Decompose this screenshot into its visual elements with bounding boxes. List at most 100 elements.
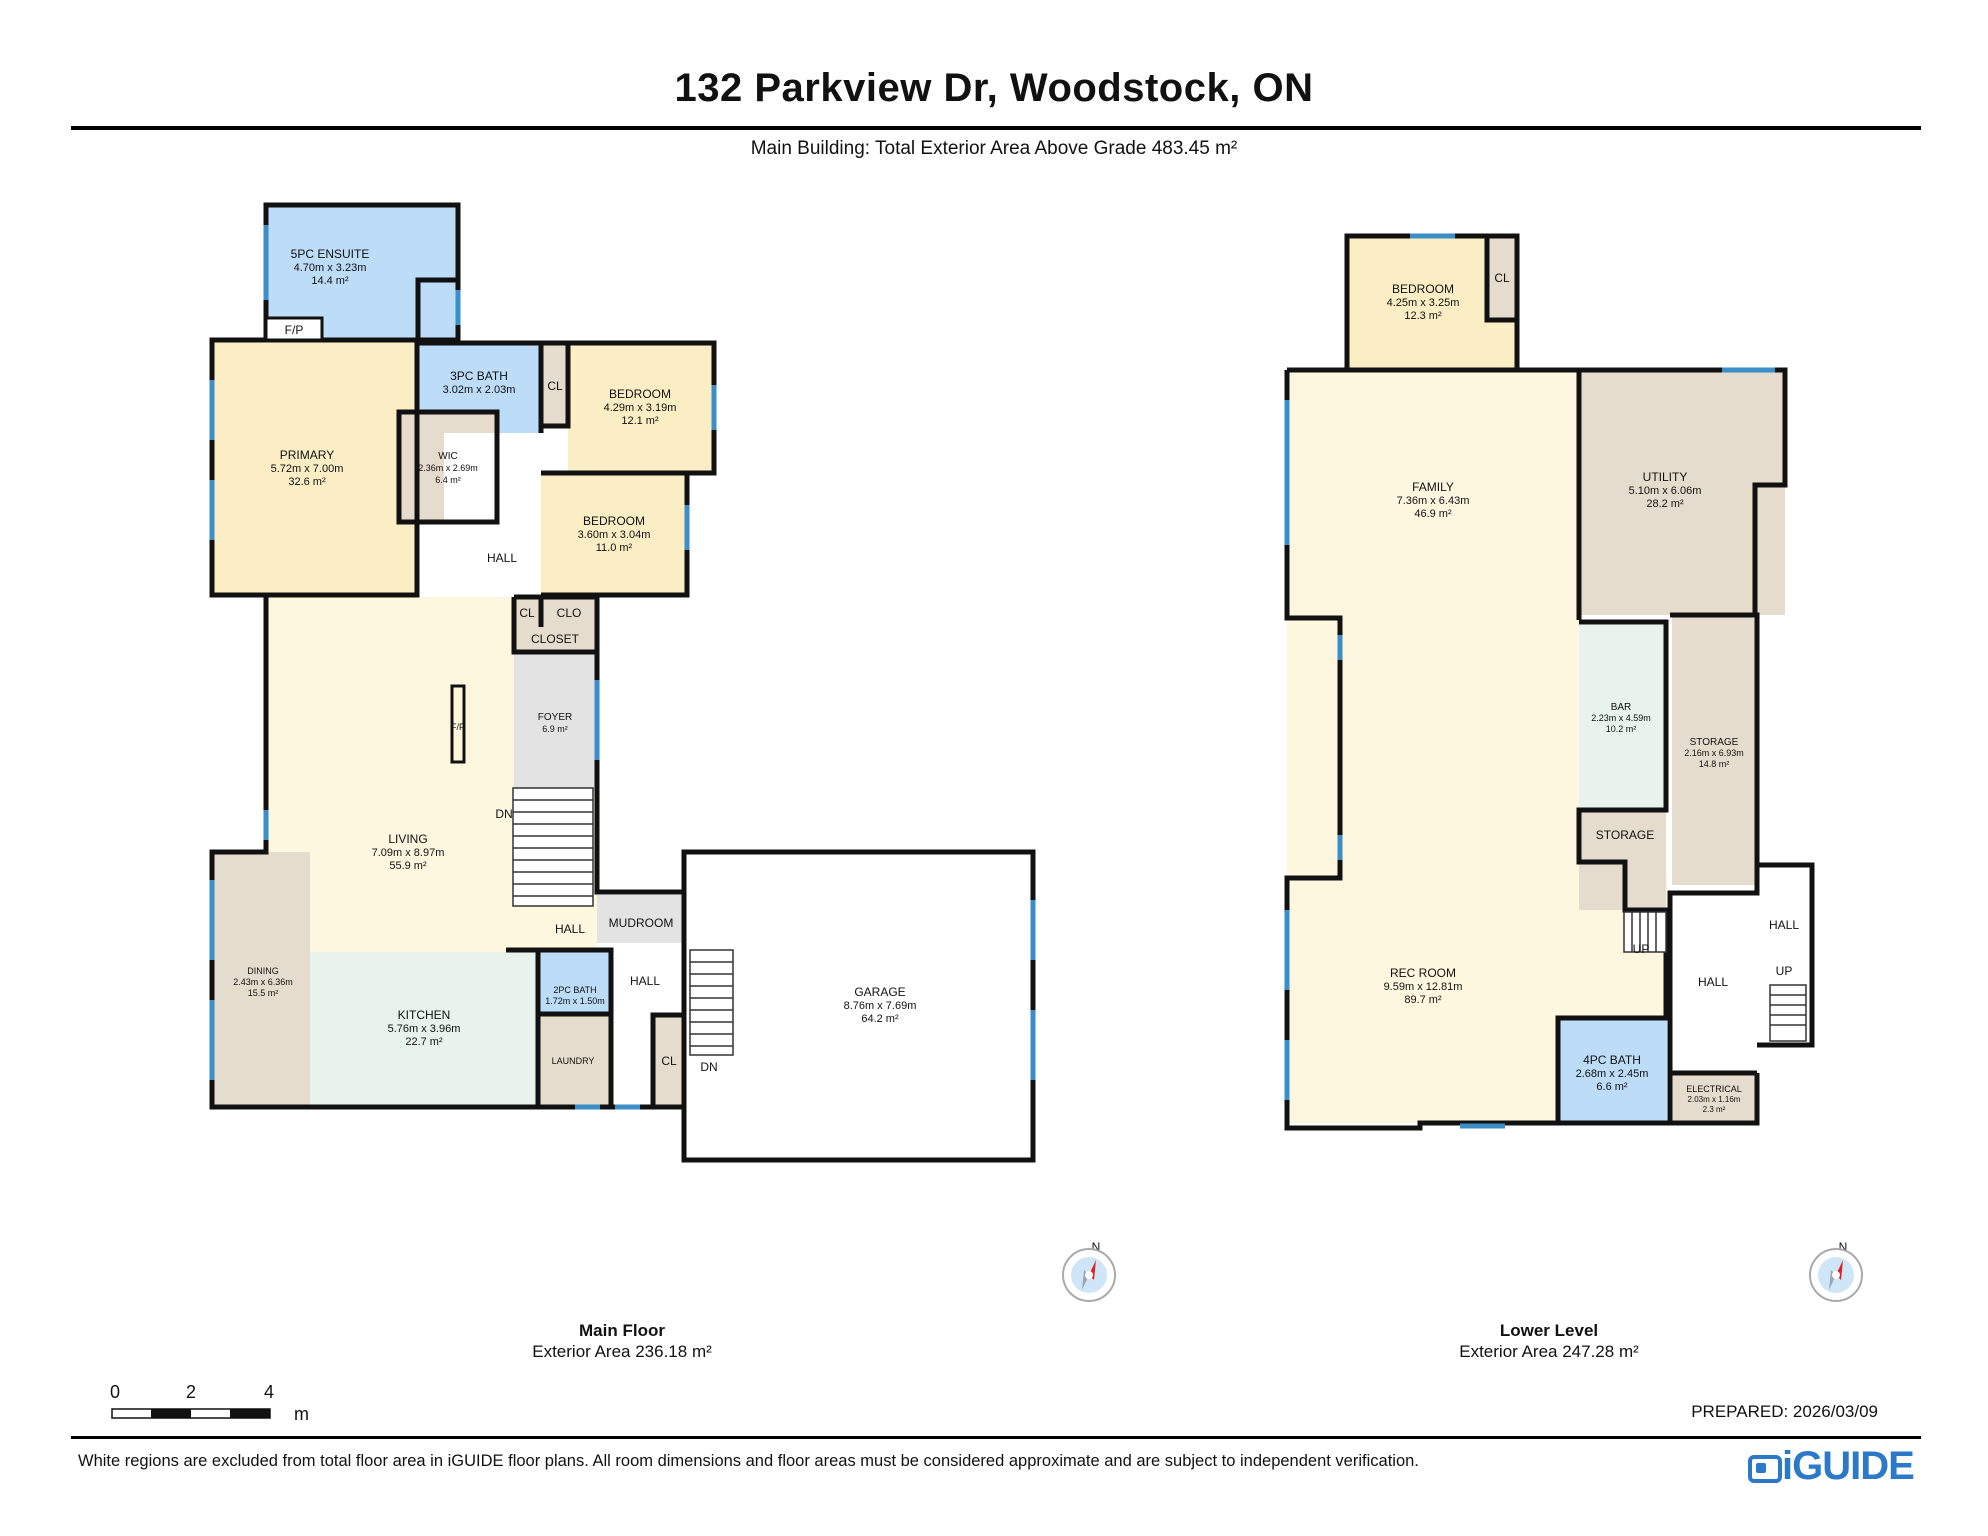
bath2-name: 2PC BATH bbox=[553, 985, 596, 995]
cl2-label: CL bbox=[519, 606, 535, 620]
page-title: 132 Parkview Dr, Woodstock, ON bbox=[674, 66, 1314, 110]
dining-fill bbox=[212, 852, 310, 1107]
electrical-fill bbox=[1672, 1073, 1757, 1123]
rec-name: REC ROOM bbox=[1390, 966, 1456, 980]
compass-icon: N bbox=[1062, 1240, 1116, 1302]
primary-fill bbox=[212, 340, 417, 595]
lower-level-walls bbox=[1284, 233, 1815, 1131]
cl3-label: CL bbox=[661, 1054, 677, 1068]
bath2-fill bbox=[538, 950, 611, 1014]
dining-area: 15.5 m² bbox=[248, 988, 279, 998]
main-floor-windows bbox=[209, 225, 1036, 1110]
main-floor-caption: Main Floor Exterior Area 236.18 m² bbox=[422, 1320, 822, 1362]
bath3-name: 3PC BATH bbox=[450, 369, 508, 383]
main-floor-area: Exterior Area 236.18 m² bbox=[532, 1342, 712, 1361]
storage1-name: STORAGE bbox=[1690, 737, 1739, 748]
cl1-fill bbox=[541, 343, 568, 426]
garage-fill bbox=[684, 852, 1033, 1160]
garage-name: GARAGE bbox=[854, 985, 905, 999]
bedroom1-dims: 4.29m x 3.19m bbox=[604, 402, 677, 414]
rec-mid-fill bbox=[1340, 610, 1579, 880]
dn1-label: DN bbox=[495, 807, 512, 821]
lower-level-stairs bbox=[1623, 911, 1807, 1042]
iguide-logo: iGUIDE bbox=[1748, 1444, 1915, 1489]
living-name: LIVING bbox=[388, 832, 427, 846]
clo-label: CLO bbox=[557, 606, 582, 620]
closet-fill bbox=[514, 627, 597, 652]
living-area: 55.9 m² bbox=[389, 860, 427, 872]
lower-level-area: Exterior Area 247.28 m² bbox=[1459, 1342, 1639, 1361]
bar-fill bbox=[1579, 625, 1666, 810]
rec-dims: 9.59m x 12.81m bbox=[1384, 981, 1463, 993]
logo-text: iGUIDE bbox=[1782, 1444, 1915, 1488]
utility-name: UTILITY bbox=[1643, 470, 1688, 484]
family-dims: 7.36m x 6.43m bbox=[1397, 495, 1470, 507]
scale-tick-0: 0 bbox=[110, 1382, 120, 1402]
dining-name: DINING bbox=[247, 966, 279, 976]
foyer-name: FOYER bbox=[538, 712, 572, 723]
cl3-fill bbox=[653, 1015, 684, 1107]
fp-living-label: F/P bbox=[451, 722, 465, 732]
storage1-area: 14.8 m² bbox=[1699, 759, 1730, 769]
lower-bedroom-dims: 4.25m x 3.25m bbox=[1387, 297, 1460, 309]
closet-label: CLOSET bbox=[531, 632, 580, 646]
bath2-dims: 1.72m x 1.50m bbox=[545, 996, 605, 1006]
wic-dims: 2.36m x 2.69m bbox=[418, 463, 478, 473]
bath4-name: 4PC BATH bbox=[1583, 1053, 1641, 1067]
prepared-date: PREPARED: 2026/03/09 bbox=[1691, 1402, 1878, 1421]
bedroom2-name: BEDROOM bbox=[583, 514, 645, 528]
lower-level-caption: Lower Level Exterior Area 247.28 m² bbox=[1349, 1320, 1749, 1362]
main-floor-name: Main Floor bbox=[579, 1321, 665, 1340]
ensuite-dims: 4.70m x 3.23m bbox=[294, 262, 367, 274]
scale-tick-4: 4 bbox=[264, 1382, 274, 1402]
bedroom2-area: 11.0 m² bbox=[596, 542, 633, 554]
bath4-area: 6.6 m² bbox=[1596, 1081, 1628, 1093]
mudroom-label: MUDROOM bbox=[609, 916, 674, 930]
camera-icon bbox=[1748, 1455, 1782, 1483]
garage-dims: 8.76m x 7.69m bbox=[844, 1000, 917, 1012]
lower-bedroom-area: 12.3 m² bbox=[1404, 310, 1442, 322]
kitchen-fill bbox=[310, 952, 538, 1107]
utility-fill bbox=[1579, 370, 1785, 615]
hall3-label: HALL bbox=[630, 974, 660, 988]
compass-n-label: N bbox=[1092, 1240, 1101, 1254]
cl1-label: CL bbox=[547, 379, 563, 393]
utility-area: 28.2 m² bbox=[1646, 498, 1684, 510]
wic-area: 6.4 m² bbox=[435, 475, 461, 485]
hall1-label: HALL bbox=[487, 551, 517, 565]
lower-level-labels: BEDROOM 4.25m x 3.25m 12.3 m² CL FAMILY … bbox=[1384, 271, 1800, 1114]
fp-top-label: F/P bbox=[285, 323, 304, 337]
bar-dims: 2.23m x 4.59m bbox=[1591, 713, 1651, 723]
dn2-label: DN bbox=[700, 1060, 717, 1074]
scale-tick-2: 2 bbox=[186, 1382, 196, 1402]
up2-label: UP bbox=[1776, 964, 1793, 978]
living-fireplace bbox=[450, 684, 466, 764]
living-dims: 7.09m x 8.97m bbox=[372, 847, 445, 859]
mudroom-fill bbox=[597, 895, 684, 943]
bar-area: 10.2 m² bbox=[1606, 724, 1637, 734]
hall1-fill bbox=[444, 433, 541, 595]
main-floor-room-fills bbox=[212, 205, 1033, 1160]
lower-hall-fill bbox=[1672, 893, 1757, 1073]
storage2-label: STORAGE bbox=[1596, 828, 1654, 842]
primary-dims: 5.72m x 7.00m bbox=[271, 463, 344, 475]
kitchen-dims: 5.76m x 3.96m bbox=[388, 1023, 461, 1035]
laundry-fill bbox=[538, 1014, 611, 1107]
lower-cl-fill bbox=[1487, 236, 1517, 320]
electrical-name: ELECTRICAL bbox=[1686, 1084, 1742, 1094]
hall2-label: HALL bbox=[555, 922, 585, 936]
primary-fireplace bbox=[264, 316, 324, 342]
compass-n-label-lower: N bbox=[1839, 1240, 1848, 1254]
primary-area: 32.6 m² bbox=[288, 476, 326, 488]
scale-bar: 0 2 4 m bbox=[110, 1382, 309, 1424]
kitchen-area: 22.7 m² bbox=[405, 1036, 443, 1048]
hall-mid-label: HALL bbox=[1698, 975, 1728, 989]
title-rule bbox=[71, 126, 1921, 130]
bath4-fill bbox=[1558, 1020, 1667, 1123]
laundry-label: LAUNDRY bbox=[552, 1056, 595, 1066]
bath4-dims: 2.68m x 2.45m bbox=[1576, 1068, 1649, 1080]
lower-level-plan bbox=[1284, 233, 1815, 1131]
cl2-fill bbox=[514, 597, 541, 627]
kitchen-name: KITCHEN bbox=[398, 1008, 451, 1022]
